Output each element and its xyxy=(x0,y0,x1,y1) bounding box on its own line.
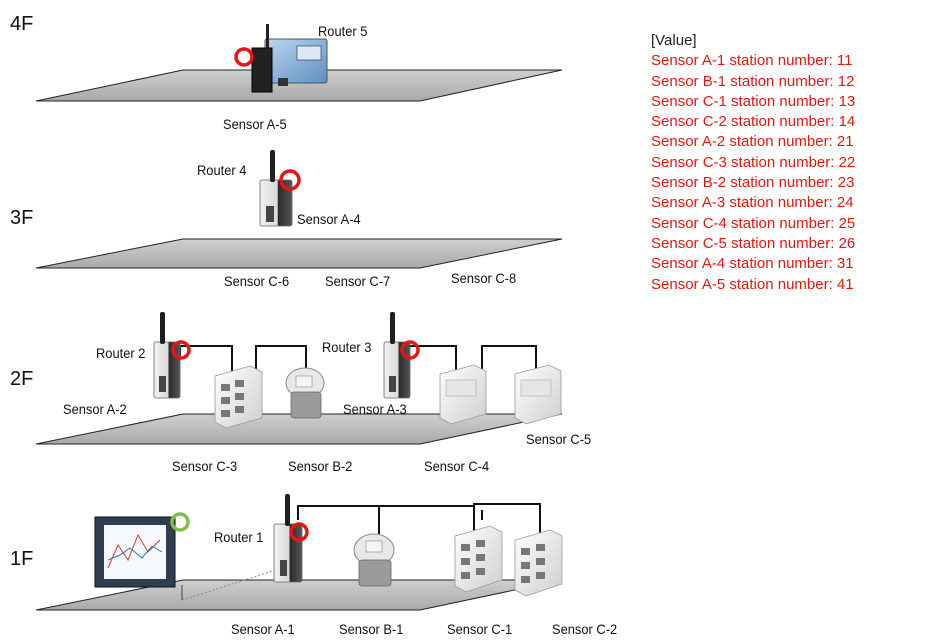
legend-item: Sensor C-5 station number: 26 xyxy=(651,234,856,252)
label-router-4: Router 4 xyxy=(197,162,247,178)
router-5-marker xyxy=(234,47,254,67)
label-sensor-b1: Sensor B-1 xyxy=(339,621,404,637)
label-sensor-c3: Sensor C-3 xyxy=(172,458,238,474)
label-router-3: Router 3 xyxy=(322,339,372,355)
label-sensor-a4: Sensor A-4 xyxy=(297,211,361,227)
legend-item: Sensor C-2 station number: 14 xyxy=(651,113,856,131)
legend-item: Sensor A-5 station number: 41 xyxy=(651,275,854,293)
sensor-c3-device xyxy=(214,365,263,429)
legend-item: Sensor A-1 station number: 11 xyxy=(651,52,853,70)
legend-item: Sensor B-1 station number: 12 xyxy=(651,72,855,90)
recorder-cable xyxy=(181,569,277,601)
wiring-1f xyxy=(297,503,541,538)
label-sensor-a5: Sensor A-5 xyxy=(223,116,287,132)
legend-title: [Value] xyxy=(651,32,697,49)
legend-item: Sensor A-2 station number: 21 xyxy=(651,133,854,151)
label-sensor-b2: Sensor B-2 xyxy=(288,458,353,474)
label-router-5: Router 5 xyxy=(318,23,368,39)
recorder-marker xyxy=(170,512,190,532)
router-1-marker xyxy=(289,522,309,542)
sensor-b2-device xyxy=(285,367,325,419)
sensor-c4-device xyxy=(439,364,487,425)
recorder-device xyxy=(94,516,183,600)
label-sensor-c6: Sensor C-6 xyxy=(224,273,290,289)
label-sensor-c1: Sensor C-1 xyxy=(447,621,513,637)
router-4-marker xyxy=(279,169,301,191)
legend-item: Sensor B-2 station number: 23 xyxy=(651,174,855,192)
legend-item: Sensor C-1 station number: 13 xyxy=(651,92,856,110)
station-number-legend: [Value] Sensor A-1 station number: 11 Se… xyxy=(651,31,855,295)
label-sensor-c2: Sensor C-2 xyxy=(552,621,618,637)
sensor-c5-device xyxy=(514,364,562,425)
sensor-c1-device xyxy=(454,525,503,593)
floor-plate-2f xyxy=(35,413,563,445)
legend-item: Sensor A-4 station number: 31 xyxy=(651,255,854,273)
router-2-marker xyxy=(171,340,191,360)
sensor-c2-device xyxy=(514,529,563,597)
floor-plate-4f xyxy=(35,69,563,102)
router-4-device xyxy=(259,150,293,227)
label-sensor-a3: Sensor A-3 xyxy=(343,401,407,417)
label-router-1: Router 1 xyxy=(214,529,264,545)
legend-item: Sensor A-3 station number: 24 xyxy=(651,194,854,212)
floor-label-1f: 1F xyxy=(10,548,34,570)
label-sensor-a1: Sensor A-1 xyxy=(231,621,295,637)
label-sensor-c8: Sensor C-8 xyxy=(451,270,517,286)
legend-item: Sensor C-3 station number: 22 xyxy=(651,153,856,171)
floor-label-2f: 2F xyxy=(10,368,34,390)
floor-label-4f: 4F xyxy=(10,13,34,35)
label-sensor-a2: Sensor A-2 xyxy=(63,401,127,417)
router-3-marker xyxy=(400,340,420,360)
router-5-device xyxy=(251,24,328,93)
floor-label-3f: 3F xyxy=(10,207,34,229)
label-sensor-c7: Sensor C-7 xyxy=(325,273,391,289)
label-sensor-c4: Sensor C-4 xyxy=(424,458,490,474)
sensor-b1-device xyxy=(353,533,395,587)
label-router-2: Router 2 xyxy=(96,345,146,361)
label-sensor-c5: Sensor C-5 xyxy=(526,431,592,447)
floor-plate-3f xyxy=(35,238,563,269)
legend-item: Sensor C-4 station number: 25 xyxy=(651,214,856,232)
